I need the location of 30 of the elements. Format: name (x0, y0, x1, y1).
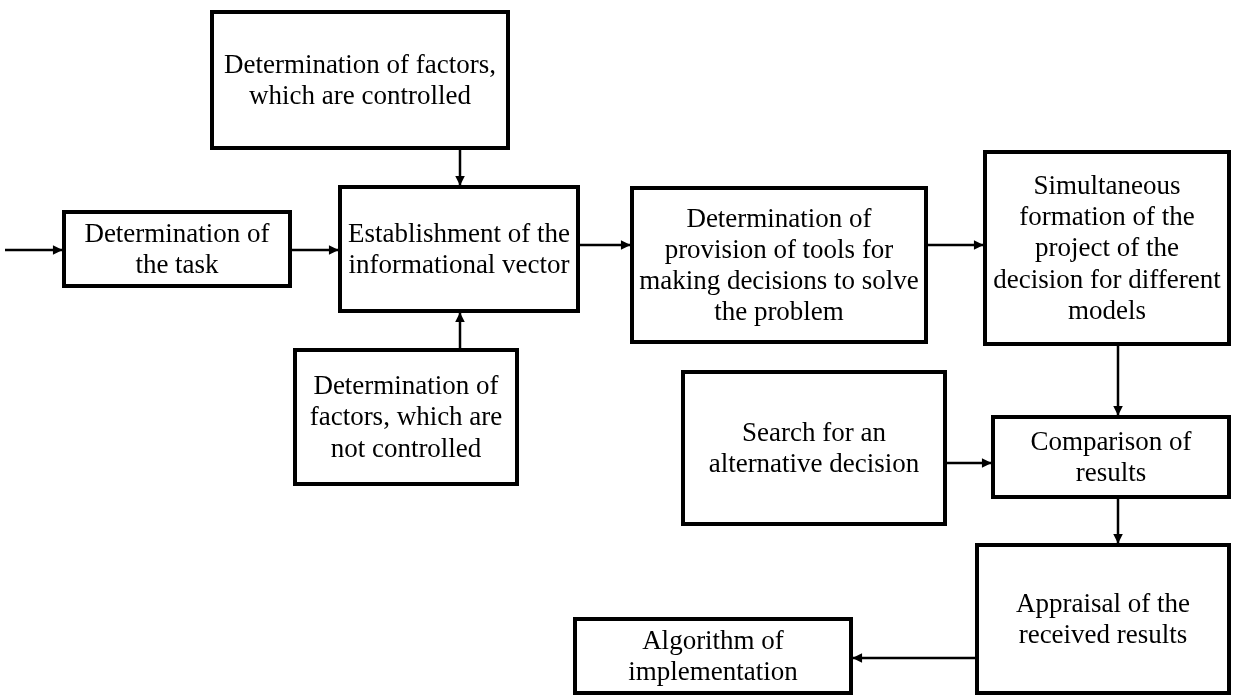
arrow (1113, 499, 1123, 544)
box-label: Determination of factors, which are controlled (222, 48, 498, 112)
process-box (975, 543, 1231, 695)
box-label: Search for an alternative decision (707, 416, 921, 480)
arrow (580, 240, 631, 250)
box-label: Determination of factors, which are not controlled (308, 370, 504, 464)
process-box (338, 185, 580, 313)
process-box (681, 370, 947, 526)
process-box (210, 10, 510, 150)
box-label: Establishment of the informational vector (347, 217, 571, 281)
process-box (62, 210, 292, 288)
box-label: Appraisal of the received results (1015, 587, 1191, 651)
arrow (455, 312, 465, 348)
process-box (573, 617, 853, 695)
arrow (928, 240, 984, 250)
box-label: Comparison of results (1029, 425, 1193, 489)
process-box (293, 348, 519, 486)
process-box (991, 415, 1231, 499)
arrow (292, 245, 339, 255)
box-label: Determination of provision of tools for making decisions to solve the problem (638, 202, 920, 328)
arrow (5, 245, 63, 255)
arrow (455, 150, 465, 186)
box-label: Simultaneous formation of the project of the decision for different models (992, 170, 1222, 326)
process-box (983, 150, 1231, 346)
process-box (630, 186, 928, 344)
arrow (1113, 346, 1123, 416)
box-label: Determination of the task (83, 217, 271, 281)
arrow (947, 458, 992, 468)
box-label: Algorithm of implementation (627, 624, 799, 688)
arrow (852, 653, 975, 663)
